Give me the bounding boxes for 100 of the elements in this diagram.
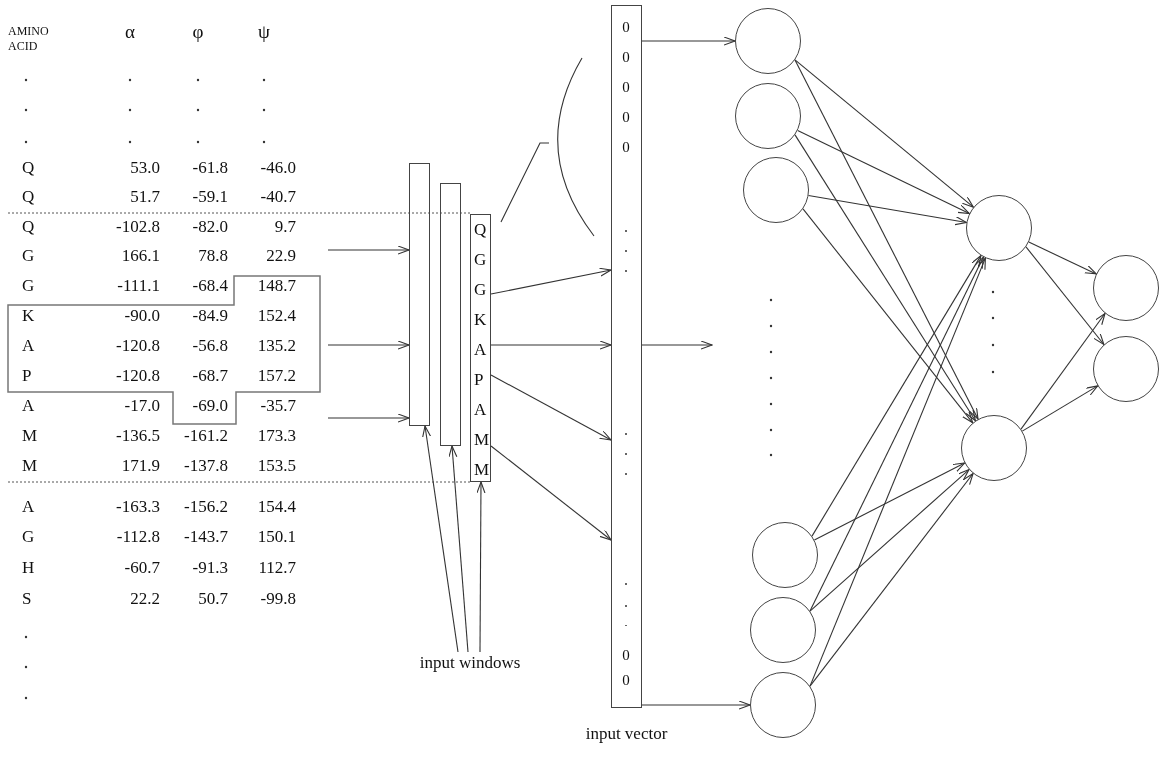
residue-letter: M bbox=[22, 455, 38, 477]
arrow bbox=[448, 445, 469, 653]
residue-letter: A bbox=[22, 395, 35, 417]
arrow bbox=[811, 255, 982, 537]
window-box bbox=[440, 183, 461, 446]
window-box bbox=[470, 214, 491, 482]
angle-value: -112.8 bbox=[115, 526, 160, 548]
angle-value: -99.8 bbox=[259, 588, 296, 610]
arrow bbox=[794, 59, 974, 208]
arrow bbox=[807, 194, 968, 226]
arrow bbox=[809, 469, 970, 612]
angle-value: -156.2 bbox=[183, 496, 228, 518]
angle-value: -17.0 bbox=[123, 395, 160, 417]
neuron-circle bbox=[966, 195, 1032, 261]
arrow bbox=[490, 267, 612, 295]
angle-value: -91.3 bbox=[191, 557, 228, 579]
angle-value: -143.7 bbox=[183, 526, 228, 548]
arrow bbox=[490, 340, 612, 350]
arrow bbox=[809, 256, 984, 612]
angle-value: 22.2 bbox=[129, 588, 160, 610]
arrow bbox=[327, 245, 410, 255]
angle-value: -84.9 bbox=[191, 305, 228, 327]
angle-value: -120.8 bbox=[115, 335, 160, 357]
angle-value: 50.7 bbox=[197, 588, 228, 610]
angle-value: 154.4 bbox=[256, 496, 296, 518]
angle-value: 78.8 bbox=[197, 245, 228, 267]
arrow bbox=[1021, 385, 1099, 432]
angle-value: 152.4 bbox=[256, 305, 296, 327]
arrow bbox=[327, 413, 410, 423]
residue-letter: Q bbox=[22, 157, 35, 179]
residue-letter: Q bbox=[22, 216, 35, 238]
angle-value: 150.1 bbox=[256, 526, 296, 548]
angle-value: 173.3 bbox=[256, 425, 296, 447]
angle-value: 166.1 bbox=[120, 245, 160, 267]
angle-value: -68.4 bbox=[191, 275, 228, 297]
neuron-circle bbox=[961, 415, 1027, 481]
arrow bbox=[1028, 241, 1097, 275]
angle-value: -40.7 bbox=[259, 186, 296, 208]
residue-letter: G bbox=[22, 275, 35, 297]
angle-value: -61.8 bbox=[191, 157, 228, 179]
column-header: ψ bbox=[257, 21, 271, 43]
residue-letter: A bbox=[22, 496, 35, 518]
arrow bbox=[809, 472, 974, 687]
angle-value: -59.1 bbox=[191, 186, 228, 208]
arrow bbox=[641, 700, 751, 710]
residue-letter: G bbox=[22, 526, 35, 548]
angle-value: 22.9 bbox=[265, 245, 296, 267]
column-header: AMINO ACID bbox=[8, 24, 50, 54]
column-header: φ bbox=[191, 21, 205, 43]
window-caption: input windows bbox=[400, 652, 540, 674]
angle-value: -136.5 bbox=[115, 425, 160, 447]
window-box bbox=[409, 163, 430, 426]
residue-letter: H bbox=[22, 557, 35, 579]
input-vector-bar bbox=[611, 5, 642, 708]
angle-value: -102.8 bbox=[115, 216, 160, 238]
vector-caption: input vector bbox=[584, 724, 669, 744]
angle-value: -56.8 bbox=[191, 335, 228, 357]
angle-value: -60.7 bbox=[123, 557, 160, 579]
arrow bbox=[422, 425, 459, 653]
arrow bbox=[641, 36, 736, 46]
angle-value: -82.0 bbox=[191, 216, 228, 238]
residue-letter: Q bbox=[22, 186, 35, 208]
angle-value: -90.0 bbox=[123, 305, 160, 327]
angle-value: -68.7 bbox=[191, 365, 228, 387]
residue-letter: M bbox=[22, 425, 38, 447]
arrow bbox=[490, 445, 612, 541]
angle-value: 9.7 bbox=[273, 216, 296, 238]
arrow bbox=[327, 340, 410, 350]
angle-value: 157.2 bbox=[256, 365, 296, 387]
angle-value: -111.1 bbox=[116, 275, 160, 297]
vector-values: 0 0 bbox=[621, 646, 631, 690]
column-header: α bbox=[124, 21, 136, 43]
arrow bbox=[802, 208, 974, 424]
vector-values: 0 0 0 0 0 bbox=[621, 18, 631, 157]
residue-letter: P bbox=[22, 365, 32, 387]
angle-value: -35.7 bbox=[259, 395, 296, 417]
angle-value: 135.2 bbox=[256, 335, 296, 357]
angle-value: -137.8 bbox=[183, 455, 228, 477]
arrow bbox=[809, 257, 986, 687]
angle-value: -46.0 bbox=[259, 157, 296, 179]
residue-letter: G bbox=[22, 245, 35, 267]
angle-value: 53.0 bbox=[129, 157, 160, 179]
residue-letter: K bbox=[22, 305, 35, 327]
angle-value: -161.2 bbox=[183, 425, 228, 447]
arrow bbox=[1020, 312, 1106, 430]
arrow bbox=[794, 59, 979, 420]
angle-value: 148.7 bbox=[256, 275, 296, 297]
arrow bbox=[813, 462, 966, 541]
angle-value: 51.7 bbox=[129, 186, 160, 208]
residue-letter: A bbox=[22, 335, 35, 357]
arrow bbox=[1025, 246, 1105, 346]
angle-value: 112.7 bbox=[257, 557, 296, 579]
arrow bbox=[641, 340, 713, 350]
angle-value: 171.9 bbox=[120, 455, 160, 477]
arrow bbox=[794, 134, 976, 422]
arrow bbox=[797, 129, 970, 215]
angle-value: -69.0 bbox=[191, 395, 228, 417]
arrow bbox=[476, 481, 486, 653]
angle-value: 153.5 bbox=[256, 455, 296, 477]
residue-letter: S bbox=[22, 588, 32, 610]
